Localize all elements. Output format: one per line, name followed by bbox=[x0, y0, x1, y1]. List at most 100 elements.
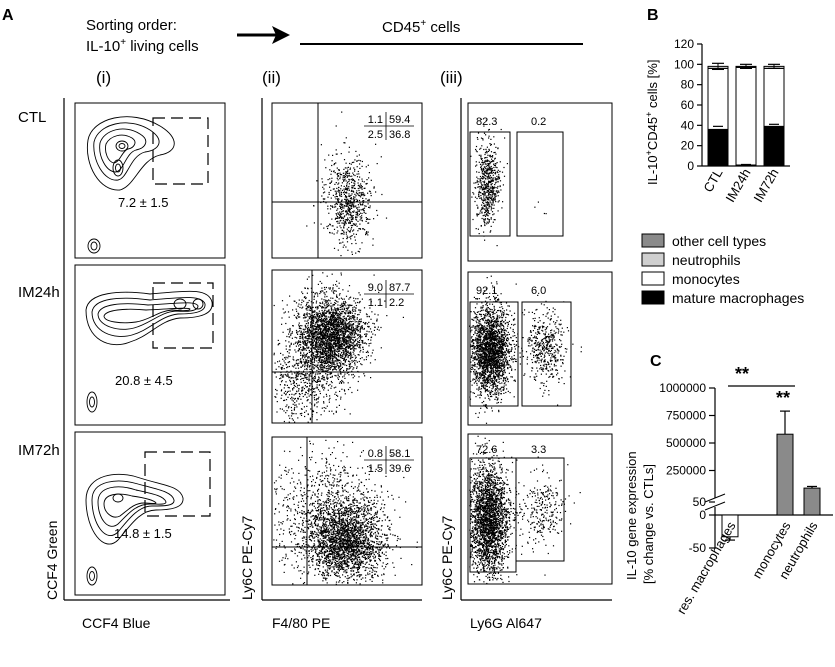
scatter-dot bbox=[333, 304, 335, 306]
scatter-dot bbox=[342, 552, 344, 554]
scatter-dot bbox=[348, 221, 350, 224]
scatter-dot bbox=[348, 352, 350, 354]
scatter-dot bbox=[358, 354, 360, 356]
scatter-dot bbox=[355, 523, 357, 525]
scatter-dot bbox=[323, 560, 325, 562]
scatter-dot bbox=[352, 532, 354, 534]
scatter-dot bbox=[343, 375, 345, 377]
scatter-dot bbox=[331, 318, 333, 320]
scatter-dot bbox=[366, 314, 368, 316]
scatter-dot bbox=[336, 344, 338, 346]
scatter-dot bbox=[369, 190, 371, 193]
scatter-dot bbox=[326, 344, 328, 346]
scatter-dot bbox=[345, 322, 347, 324]
scatter-dot bbox=[341, 222, 343, 224]
ccf4-plot-im72h bbox=[74, 431, 226, 596]
scatter-dot bbox=[307, 327, 309, 329]
scatter-dot bbox=[335, 357, 337, 359]
scatter-dot bbox=[339, 214, 341, 216]
scatter-dot bbox=[346, 167, 348, 169]
scatter-dot bbox=[353, 182, 355, 184]
scatter-dot bbox=[330, 342, 332, 344]
scatter-dot bbox=[275, 368, 277, 370]
scatter-dot bbox=[346, 372, 348, 374]
scatter-dot bbox=[287, 357, 289, 359]
scatter-dot bbox=[312, 316, 314, 318]
scatter-dot bbox=[312, 330, 314, 332]
scatter-dot bbox=[349, 200, 351, 202]
scatter-dot bbox=[345, 348, 347, 351]
scatter-dot bbox=[311, 317, 313, 319]
scatter-dot bbox=[315, 394, 317, 396]
scatter-dot bbox=[348, 346, 350, 348]
scatter-dot bbox=[340, 398, 342, 400]
scatter-dot bbox=[318, 505, 320, 507]
scatter-dot bbox=[314, 334, 316, 336]
scatter-dot bbox=[358, 337, 360, 339]
scatter-dot bbox=[355, 332, 357, 334]
scatter-dot bbox=[331, 351, 333, 354]
scatter-dot bbox=[369, 207, 371, 209]
scatter-dot bbox=[339, 242, 341, 244]
scatter-dot bbox=[324, 320, 326, 322]
scatter-dot bbox=[327, 357, 329, 359]
scatter-dot bbox=[363, 554, 365, 556]
scatter-dot bbox=[330, 322, 332, 324]
scatter-dot bbox=[366, 231, 368, 233]
scatter-dot bbox=[331, 346, 334, 348]
scatter-dot bbox=[399, 538, 401, 540]
scatter-dot bbox=[365, 217, 367, 219]
scatter-dot bbox=[325, 335, 327, 337]
scatter-dot bbox=[370, 526, 372, 528]
scatter-dot bbox=[344, 359, 346, 361]
scatter-dot bbox=[322, 522, 324, 524]
scatter-dot bbox=[333, 387, 335, 389]
scatter-dot bbox=[367, 351, 369, 354]
scatter-dot bbox=[287, 311, 290, 313]
scatter-dot bbox=[310, 408, 312, 410]
scatter-dot bbox=[361, 165, 363, 167]
scatter-dot bbox=[294, 398, 296, 400]
scatter-dot bbox=[367, 231, 369, 233]
scatter-dot bbox=[303, 352, 305, 354]
scatter-dot bbox=[359, 334, 361, 336]
scatter-dot bbox=[324, 321, 326, 323]
scatter-dot bbox=[336, 323, 338, 325]
scatter-dot bbox=[309, 379, 311, 381]
scatter-dot bbox=[336, 348, 338, 350]
scatter-dot bbox=[320, 369, 322, 371]
scatter-dot bbox=[295, 373, 297, 375]
scatter-dot bbox=[360, 309, 362, 311]
scatter-dot bbox=[321, 334, 323, 336]
scatter-dot bbox=[331, 559, 333, 561]
scatter-dot bbox=[332, 323, 334, 325]
scatter-dot bbox=[319, 336, 321, 338]
scatter-dot bbox=[317, 333, 319, 335]
scatter-dot bbox=[345, 317, 347, 319]
scatter-dot bbox=[321, 328, 323, 330]
scatter-dot bbox=[323, 340, 325, 343]
scatter-dot bbox=[320, 545, 322, 548]
scatter-dot bbox=[337, 560, 339, 563]
scatter-dot bbox=[330, 331, 332, 333]
scatter-dot bbox=[302, 317, 305, 319]
scatter-dot bbox=[328, 287, 330, 289]
scatter-dot bbox=[344, 332, 346, 334]
scatter-dot bbox=[333, 315, 335, 317]
scatter-dot bbox=[315, 300, 318, 302]
scatter-dot bbox=[362, 341, 364, 343]
scatter-dot bbox=[359, 219, 361, 221]
scatter-dot bbox=[319, 280, 321, 283]
scatter-dot bbox=[345, 520, 347, 522]
scatter-dot bbox=[298, 384, 300, 386]
scatter-dot bbox=[335, 581, 338, 583]
scatter-dot bbox=[294, 552, 296, 555]
scatter-dot bbox=[328, 322, 330, 324]
scatter-dot bbox=[353, 555, 355, 557]
scatter-dot bbox=[300, 352, 302, 355]
scatter-dot bbox=[347, 496, 350, 498]
scatter-dot bbox=[370, 528, 372, 531]
scatter-dot bbox=[355, 339, 357, 341]
scatter-dot bbox=[304, 344, 306, 346]
scatter-dot bbox=[315, 342, 317, 344]
